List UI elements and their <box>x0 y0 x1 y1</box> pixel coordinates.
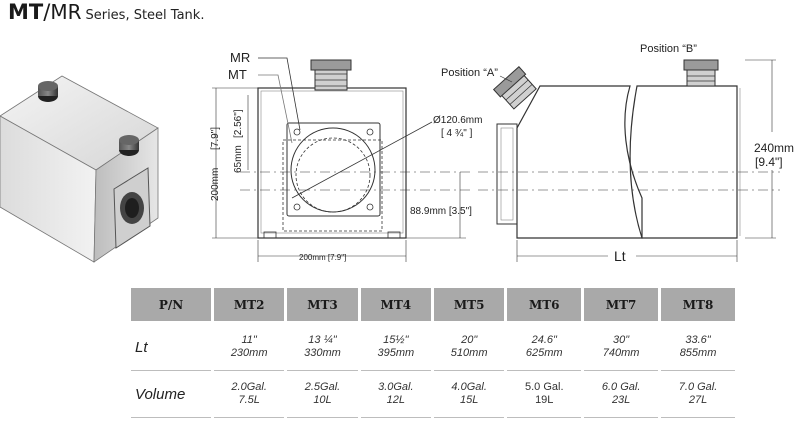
label-diameter-mm: Ø120.6mm <box>433 115 482 126</box>
label-offset: 88.9mm [3.5"] <box>410 206 472 217</box>
spec-table: P/N MT2 MT3 MT4 MT5 MT6 MT7 MT8 Lt 11"23… <box>128 288 738 418</box>
header-model: MT5 <box>433 288 505 324</box>
spec-table-header: P/N MT2 MT3 MT4 MT5 MT6 MT7 MT8 <box>131 288 735 324</box>
label-position-b: Position “B” <box>640 43 697 55</box>
front-view <box>212 57 470 262</box>
label-diameter-in: [ 4 ¾" ] <box>441 128 473 139</box>
table-cell: 5.0 Gal.19L <box>507 371 582 418</box>
table-cell: 4.0Gal.15L <box>433 371 505 418</box>
table-cell: 15½"395mm <box>360 324 431 371</box>
label-mr: MR <box>230 50 250 65</box>
table-cell: 30"740mm <box>584 324 659 371</box>
label-front-width: 200mm [7.9"] <box>299 253 346 262</box>
header-pn: P/N <box>131 288 211 324</box>
title-series-mt: MT <box>8 0 44 24</box>
title-series-mr: MR <box>50 0 82 24</box>
table-cell: 13 ¼"330mm <box>287 324 358 371</box>
label-side-height-mm: 240mm <box>754 141 794 155</box>
header-model: MT4 <box>360 288 431 324</box>
technical-drawing: MR MT 200mm [7.9"] 200mm [7.9"] 65mm [2.… <box>0 43 794 264</box>
table-cell: 33.6"855mm <box>661 324 735 371</box>
side-view <box>478 59 780 262</box>
table-row-volume: Volume 2.0Gal.7.5L 2.5Gal.10L 3.0Gal.12L… <box>131 371 735 418</box>
header-model: MT3 <box>287 288 358 324</box>
row-label-length: Lt <box>131 324 211 371</box>
tank-3d-render <box>0 75 159 263</box>
table-cell: 7.0 Gal.27L <box>661 371 735 418</box>
table-cell: 3.0Gal.12L <box>360 371 431 418</box>
table-cell: 11"230mm <box>214 324 285 371</box>
label-front-height: 200mm <box>210 168 221 201</box>
header-model: MT8 <box>661 288 735 324</box>
title-slash: / <box>43 0 51 24</box>
table-cell: 6.0 Gal.23L <box>584 371 659 418</box>
label-length: Lt <box>614 248 626 264</box>
table-row-length: Lt 11"230mm 13 ¼"330mm 15½"395mm 20"510m… <box>131 324 735 371</box>
label-inner-height: 65mm <box>233 145 244 173</box>
header-model: MT6 <box>507 288 582 324</box>
table-cell: 2.0Gal.7.5L <box>214 371 285 418</box>
label-side-height-in: [9.4"] <box>755 155 783 169</box>
title-subtitle: Series, Steel Tank. <box>85 8 205 23</box>
header-model: MT2 <box>214 288 285 324</box>
table-cell: 20"510mm <box>433 324 505 371</box>
label-mt: MT <box>228 67 247 82</box>
label-front-height-in: [7.9"] <box>210 127 221 150</box>
row-label-volume: Volume <box>131 371 211 418</box>
label-inner-height-in: [2.56"] <box>233 109 244 138</box>
header-model: MT7 <box>584 288 659 324</box>
table-cell: 2.5Gal.10L <box>287 371 358 418</box>
label-position-a: Position “A” <box>441 67 498 79</box>
table-cell: 24.6"625mm <box>507 324 582 371</box>
